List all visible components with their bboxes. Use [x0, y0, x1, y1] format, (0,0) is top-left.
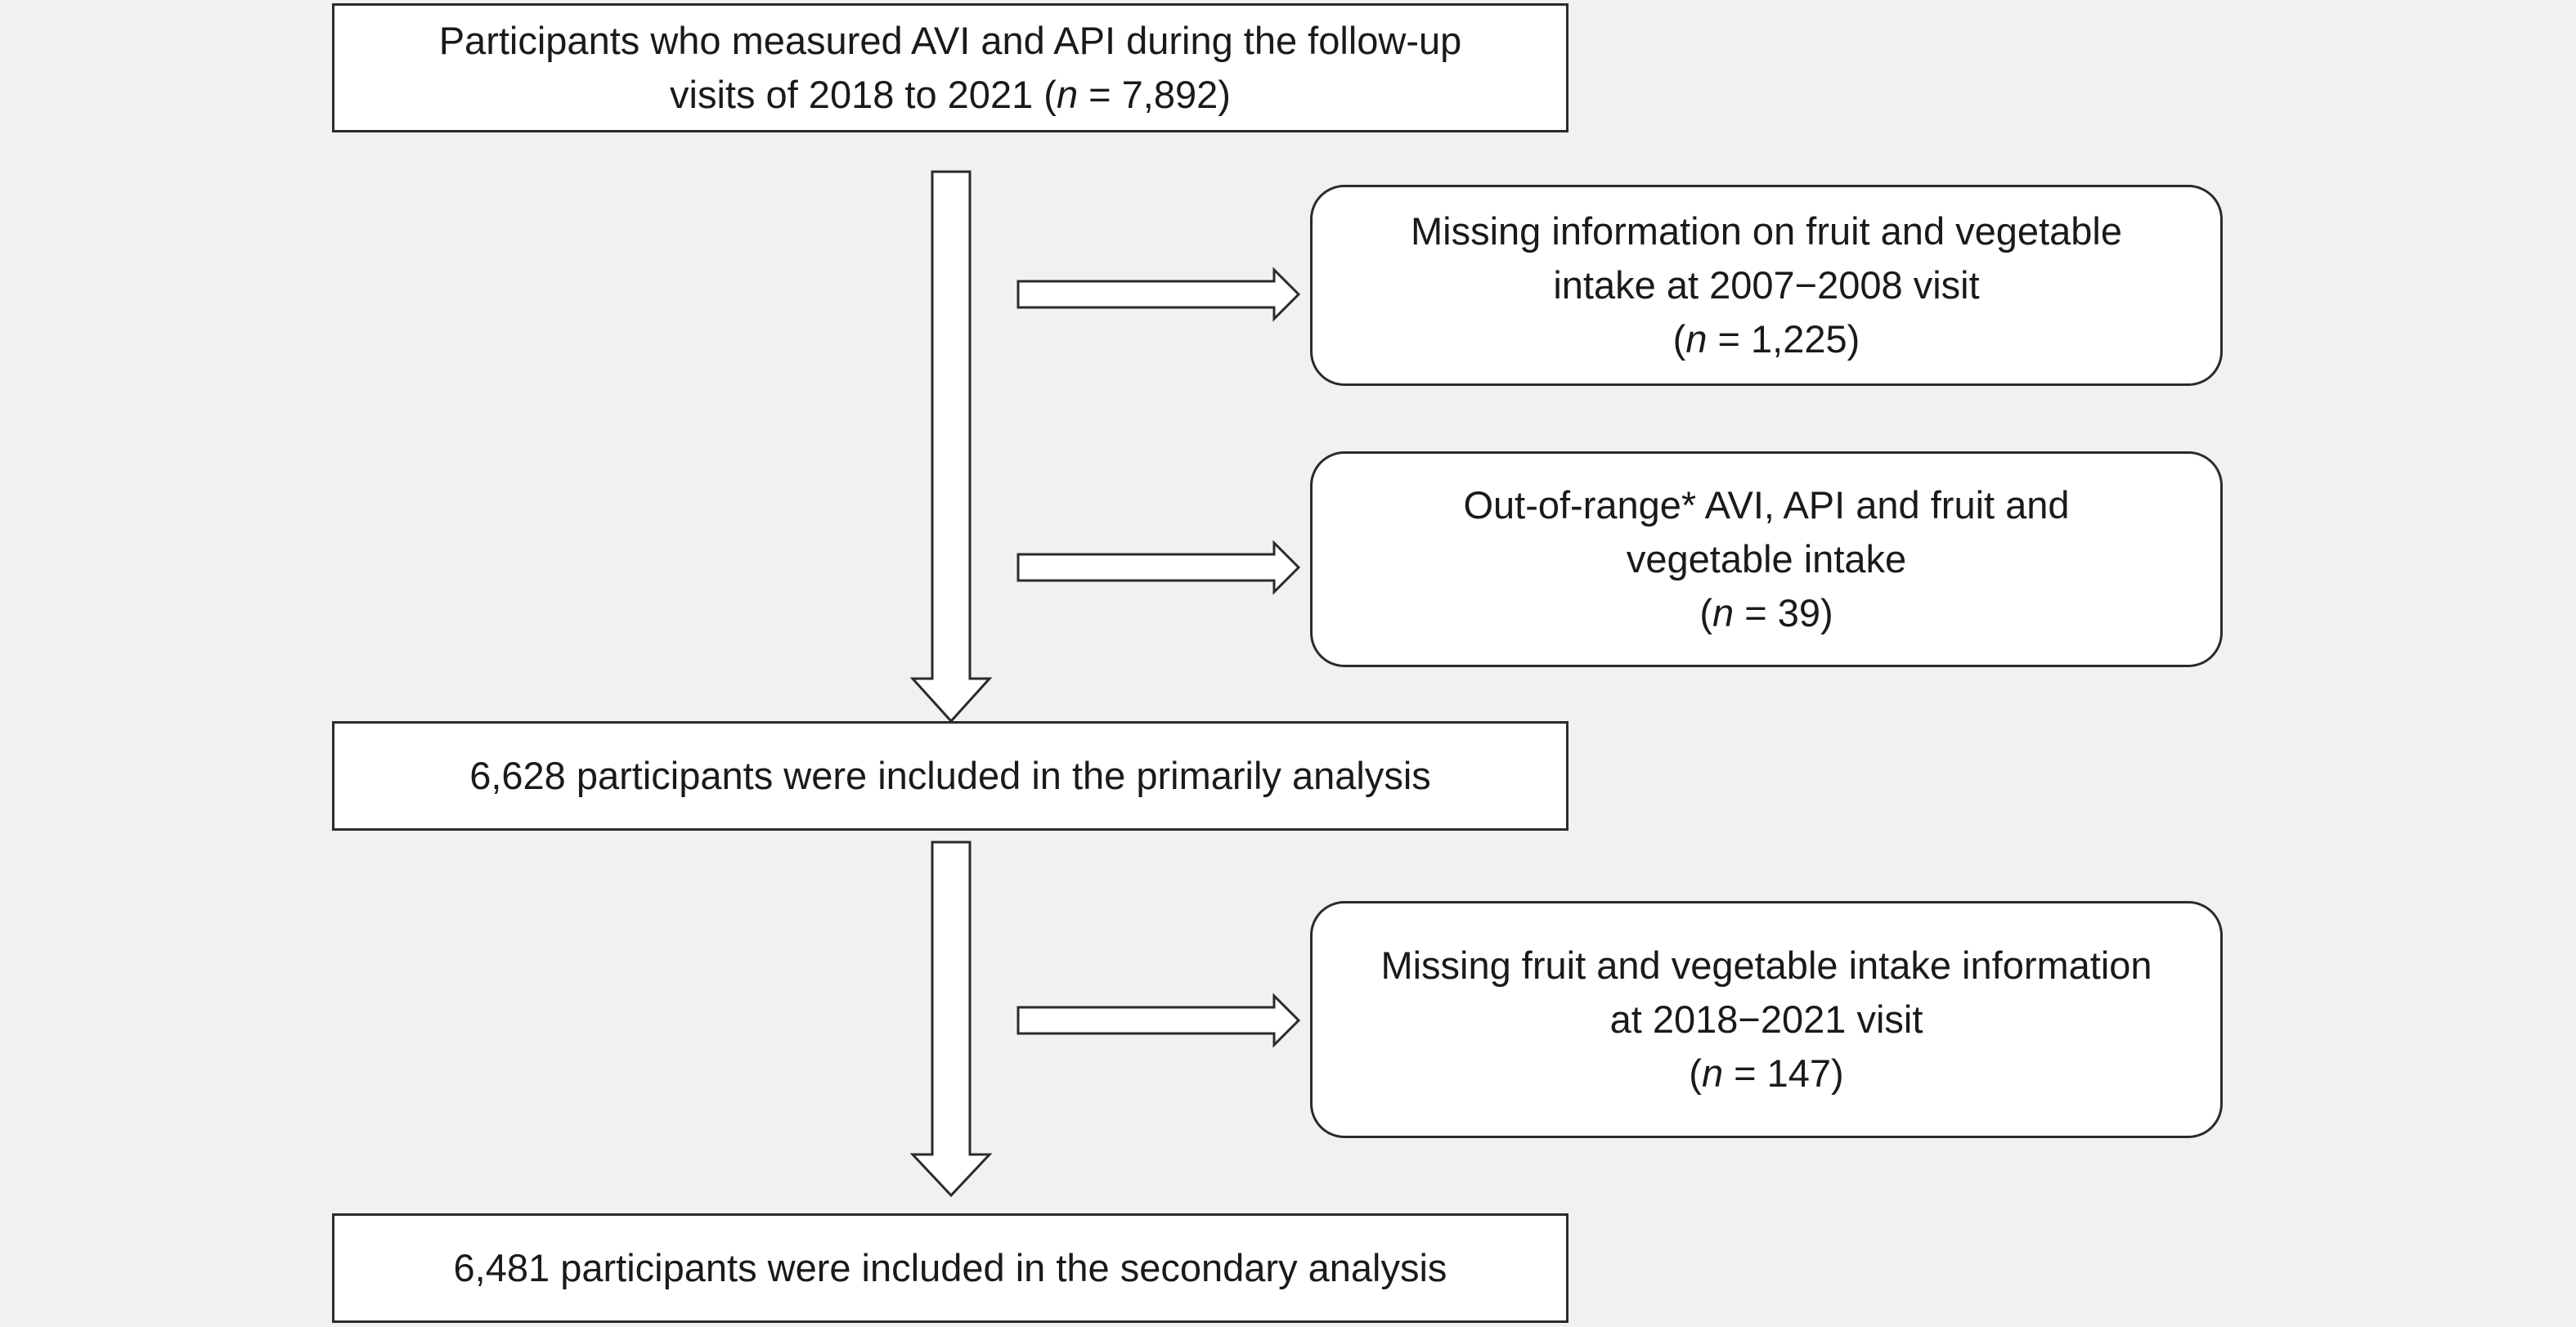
exclusion-3-count: (n = 147)	[1689, 1051, 1844, 1095]
start-line-1: Participants who measured AVI and API du…	[438, 19, 1462, 62]
exclusion-1-line-2: intake at 2007−2008 visit	[1553, 263, 1980, 307]
right-arrow-1	[1016, 267, 1301, 322]
down-arrow-1	[909, 170, 993, 724]
exclusion-box-3: Missing fruit and vegetable intake infor…	[1310, 901, 2223, 1138]
secondary-analysis-text: 6,481 participants were included in the …	[453, 1246, 1447, 1289]
exclusion-2-line-1: Out-of-range* AVI, API and fruit and	[1463, 483, 2070, 527]
down-arrow-2	[909, 841, 993, 1198]
right-arrow-2	[1016, 540, 1301, 595]
exclusion-1-line-1: Missing information on fruit and vegetab…	[1411, 209, 2122, 253]
exclusion-box-1: Missing information on fruit and vegetab…	[1310, 185, 2223, 386]
exclusion-box-2: Out-of-range* AVI, API and fruit and veg…	[1310, 451, 2223, 667]
secondary-analysis-box: 6,481 participants were included in the …	[332, 1213, 1568, 1323]
exclusion-3-line-2: at 2018−2021 visit	[1609, 997, 1923, 1041]
start-line-2: visits of 2018 to 2021 (n = 7,892)	[670, 73, 1231, 116]
exclusion-1-count: (n = 1,225)	[1672, 317, 1860, 361]
exclusion-2-line-2: vegetable intake	[1626, 537, 1907, 581]
primary-analysis-box: 6,628 participants were included in the …	[332, 721, 1568, 831]
exclusion-2-count: (n = 39)	[1699, 591, 1833, 634]
right-arrow-3	[1016, 993, 1301, 1048]
start-box: Participants who measured AVI and API du…	[332, 3, 1568, 132]
exclusion-3-line-1: Missing fruit and vegetable intake infor…	[1380, 944, 2152, 987]
primary-analysis-text: 6,628 participants were included in the …	[469, 754, 1431, 797]
